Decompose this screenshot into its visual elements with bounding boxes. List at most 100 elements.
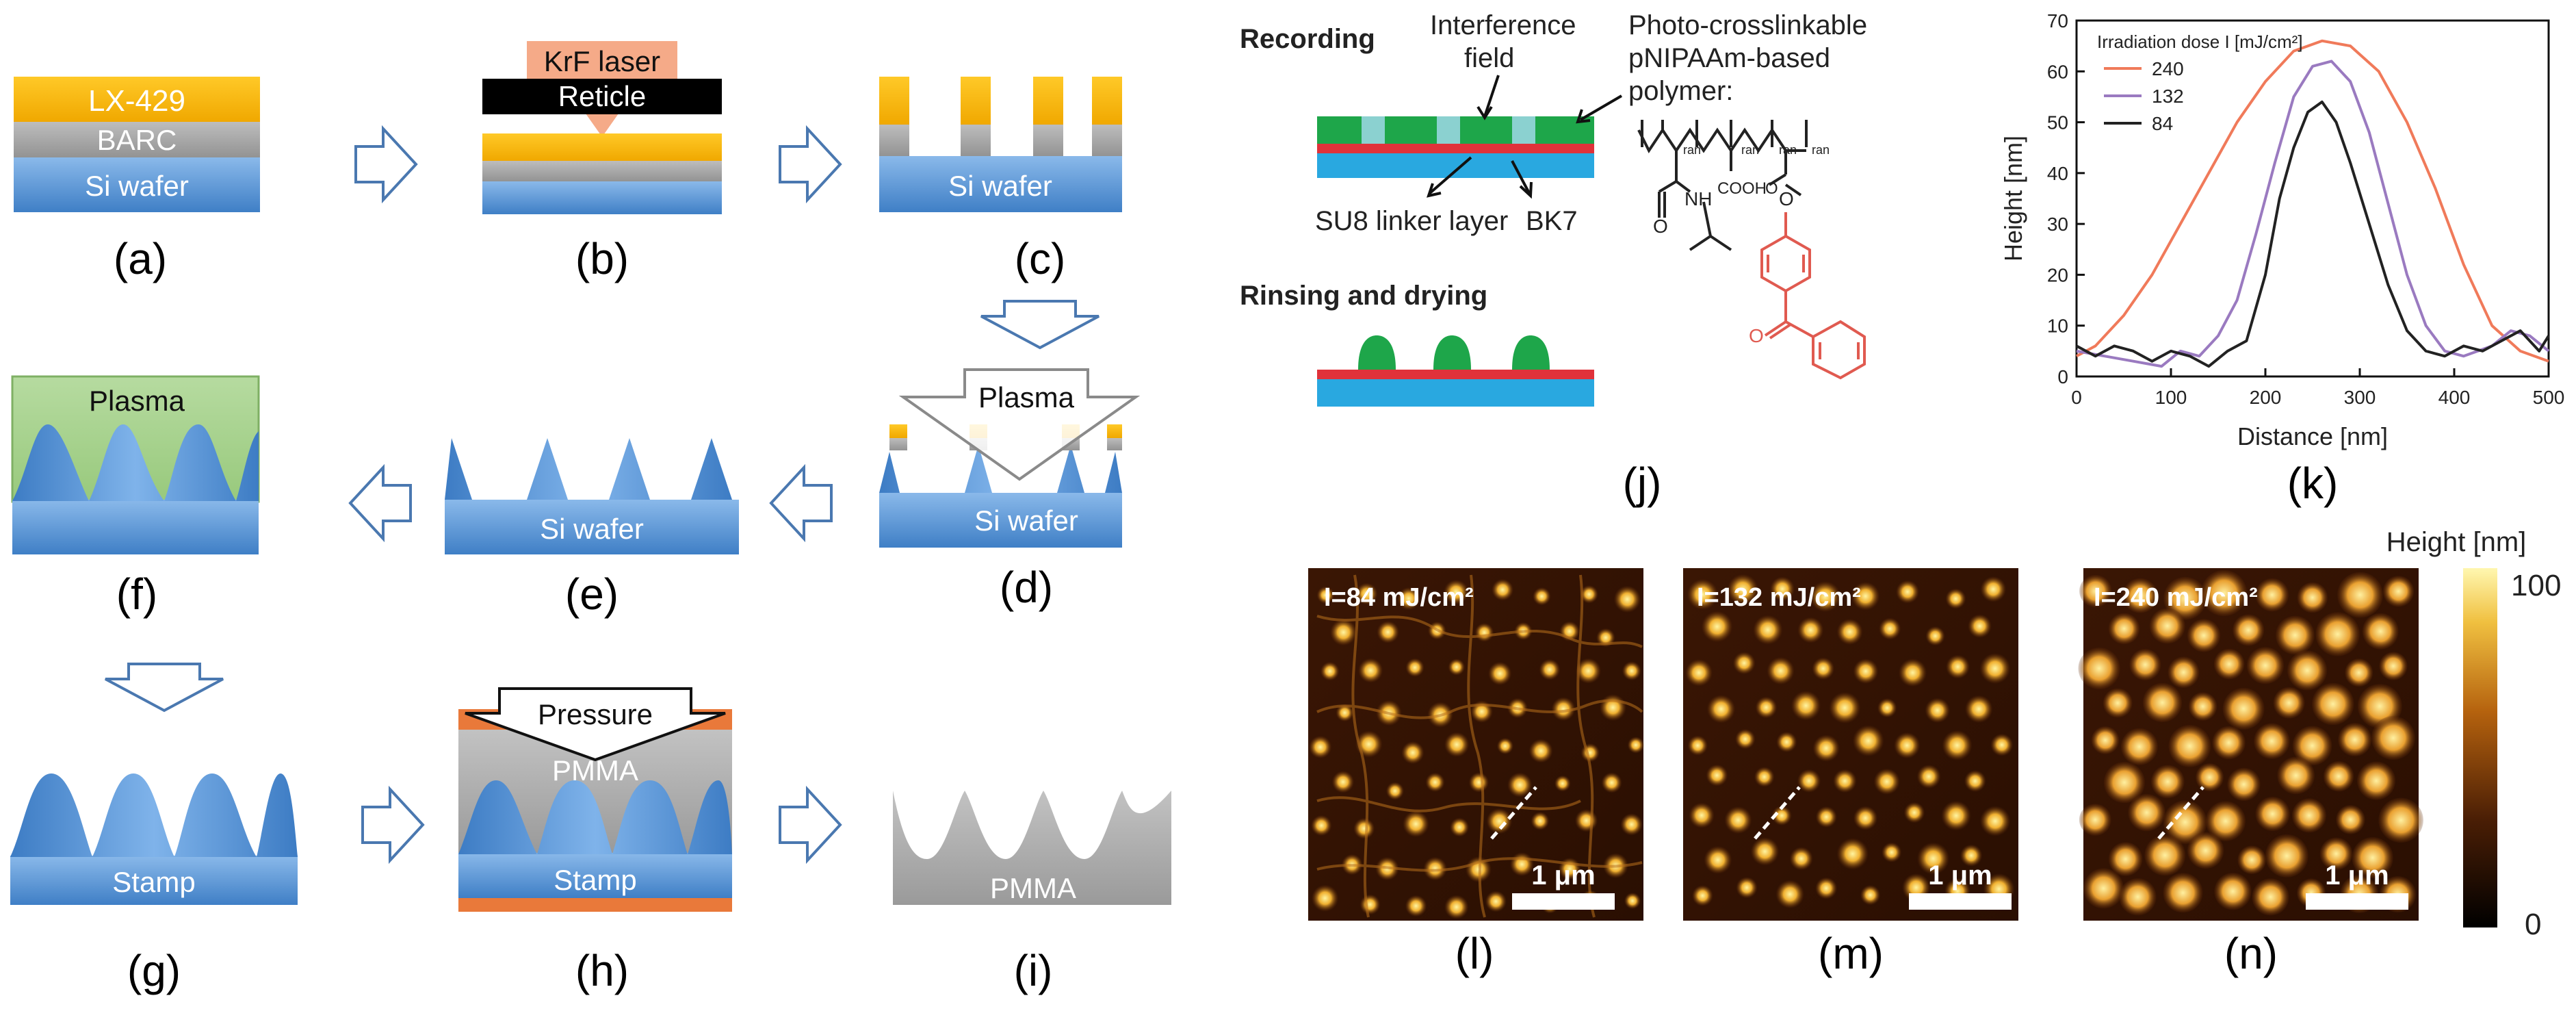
plasma-label: Plasma <box>978 381 1075 413</box>
afm-dot <box>2120 728 2158 765</box>
afm-dot <box>1771 805 1792 826</box>
afm-dot <box>2200 570 2248 617</box>
o-label-ketone: O <box>1749 325 1764 346</box>
afm-dot <box>2255 796 2290 832</box>
afm-dot <box>1916 764 1941 789</box>
afm-dot <box>2163 873 2203 913</box>
afm-dot <box>1496 737 1514 755</box>
afm-dot <box>1331 771 1355 793</box>
afm-dot <box>2273 687 2305 719</box>
afm-panel-n: I=240 mJ/cm² 1 μm <box>2078 568 2423 921</box>
afm-dot <box>1750 837 1780 866</box>
afm-dot <box>1833 769 1857 793</box>
afm-dot <box>2227 767 2261 802</box>
profile-line-n <box>2157 786 2204 840</box>
panel-label-c: (c) <box>1015 234 1066 283</box>
pressure-arrow-icon <box>465 687 726 762</box>
panel-label-e: (e) <box>565 570 619 619</box>
y-tick-label: 40 <box>2047 163 2068 184</box>
barc-layer <box>14 122 260 157</box>
afm-dot <box>1397 587 1420 611</box>
afm-dot <box>2292 726 2332 766</box>
pmma-label: PMMA <box>990 872 1076 904</box>
afm-dot <box>1769 576 1795 602</box>
colorbar-max: 100 <box>2511 569 2561 602</box>
stamp-base <box>10 856 298 905</box>
afm-dot <box>2345 658 2373 687</box>
afm-dot <box>1797 769 1821 793</box>
afm-dots-m <box>1685 574 2015 909</box>
afm-dot <box>2091 726 2120 754</box>
y-tick-label: 10 <box>2047 316 2068 337</box>
afm-panel-l: I=84 mJ/cm² 1 μm <box>1308 568 1645 921</box>
panel-label-k: (k) <box>2287 459 2339 508</box>
afm-dot <box>1925 626 1945 646</box>
x-tick-label: 0 <box>2071 387 2082 408</box>
afm-dot <box>1753 615 1783 645</box>
ran-4: ran <box>1812 143 1830 157</box>
afm-dot <box>1810 581 1841 613</box>
panel-e: Si wafer <box>445 438 739 554</box>
resist-label: LX-429 <box>88 84 185 118</box>
panel-label-g: (g) <box>127 946 181 995</box>
si-wafer-label: Si wafer <box>85 170 189 202</box>
afm-dot <box>2371 716 2415 760</box>
afm-dot <box>1685 658 1713 687</box>
panel-label-f: (f) <box>116 570 157 619</box>
afm-dot <box>1444 895 1469 919</box>
pressure-label: Pressure <box>538 698 653 730</box>
y-tick-label: 20 <box>2047 264 2068 285</box>
o-label-ester1: O <box>1765 179 1778 198</box>
afm-dot <box>2222 687 2265 730</box>
afm-dot <box>2083 868 2124 909</box>
pmma-label: PMMA <box>552 754 638 786</box>
interference-field-label-2: field <box>1464 43 1514 73</box>
panel-label-d: (d) <box>1000 563 1053 612</box>
dose-label-l: I=84 mJ/cm² <box>1324 583 1474 612</box>
afm-dot <box>2144 834 2186 876</box>
afm-dot <box>1443 579 1469 605</box>
rounded-cone-array <box>12 424 259 501</box>
rinsing-heading: Rinsing and drying <box>1240 281 1487 311</box>
nh-label: NH <box>1684 188 1712 209</box>
recording-stack <box>1317 116 1594 178</box>
afm-dot <box>1814 877 1838 899</box>
afm-dot <box>2237 845 2267 875</box>
si-wafer-label: Si wafer <box>974 504 1078 537</box>
afm-dot <box>1385 782 1405 800</box>
afm-dot <box>1405 895 1427 917</box>
afm-dot <box>1916 842 1950 875</box>
afm-dot <box>2214 873 2252 910</box>
afm-dot <box>1507 772 1533 797</box>
arrow-f-to-g <box>104 663 224 712</box>
panel-label-b: (b) <box>575 234 629 283</box>
stamp-label: Stamp <box>554 864 636 896</box>
reticle <box>482 79 722 114</box>
afm-dot <box>1601 772 1622 793</box>
series-line-84 <box>2076 100 2550 368</box>
afm-dot <box>1355 583 1378 605</box>
afm-dot <box>2312 682 2354 726</box>
panel-d: Plasma Si wafer <box>879 368 1141 548</box>
polymer-label-1: Photo-crosslinkable <box>1628 10 1867 40</box>
afm-dot <box>1860 884 1881 906</box>
afm-dot <box>2168 656 2200 689</box>
colorbar-gradient <box>2463 568 2497 927</box>
afm-dot <box>1732 652 1756 675</box>
afm-dot <box>1468 772 1489 793</box>
profile-line-m <box>1754 786 1801 840</box>
afm-dot <box>2103 762 2145 804</box>
afm-dot <box>1812 657 1835 680</box>
barc-label: BARC <box>97 124 177 156</box>
arrow-d-to-e <box>770 466 833 540</box>
afm-dot <box>2108 613 2140 645</box>
afm-dot <box>1754 767 1775 787</box>
afm-dot <box>1775 880 1805 909</box>
arrow-a-to-b <box>354 127 417 201</box>
afm-dot <box>1316 586 1335 604</box>
afm-dot <box>1624 892 1641 910</box>
polymer-label-2: pNIPAAm-based <box>1628 43 1830 73</box>
linker-layer-label: SU8 linker layer <box>1315 206 1508 236</box>
stamp-base <box>458 853 732 898</box>
